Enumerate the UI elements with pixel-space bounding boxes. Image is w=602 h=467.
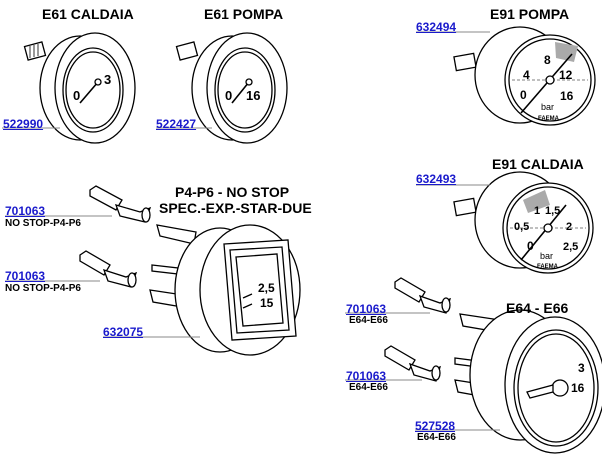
group-title: P4-P6 - NO STOP: [175, 184, 290, 200]
svg-text:12: 12: [559, 68, 573, 82]
svg-text:0,5: 0,5: [514, 221, 529, 233]
svg-text:8: 8: [544, 53, 551, 67]
group-title: E61 POMPA: [204, 6, 284, 22]
group-title: E61 CALDAIA: [42, 6, 134, 22]
svg-text:2: 2: [566, 221, 572, 233]
svg-text:1: 1: [534, 205, 540, 217]
scale-label: 0: [225, 88, 232, 103]
gauge-e61-pompa: 0 16: [175, 32, 288, 144]
part-link-632075[interactable]: 632075: [103, 325, 144, 339]
gauge-e91-caldaia: 0 0,5 1 1,5 2 2,5 bar FAEMA: [453, 171, 594, 274]
part-note: NO STOP-P4-P6: [5, 218, 81, 229]
gauge-e64-e66: 3 16: [469, 309, 602, 454]
part-link-701063[interactable]: 701063: [5, 204, 46, 218]
scale-label: 0: [73, 88, 80, 103]
svg-text:16: 16: [560, 89, 574, 103]
group-title: E64 - E66: [506, 300, 569, 316]
svg-text:FAEMA: FAEMA: [537, 264, 559, 270]
part-link-701063[interactable]: 701063: [5, 269, 46, 283]
gauge-e61-caldaia: 0 3: [23, 32, 136, 144]
svg-text:bar: bar: [540, 251, 553, 261]
part-note: NO STOP-P4-P6: [5, 283, 81, 294]
svg-text:0: 0: [520, 88, 527, 102]
part-link-522990[interactable]: 522990: [3, 117, 44, 131]
part-link-632493[interactable]: 632493: [416, 172, 457, 186]
svg-text:bar: bar: [541, 102, 554, 112]
part-note: E64-E66: [349, 382, 388, 393]
svg-text:15: 15: [260, 296, 274, 310]
part-link-701063[interactable]: 701063: [346, 302, 387, 316]
svg-text:2,5: 2,5: [563, 241, 578, 253]
svg-text:4: 4: [523, 68, 530, 82]
scale-label: 3: [104, 72, 111, 87]
gauge-e91-pompa: 0 4 8 12 16 bar FAEMA: [453, 26, 596, 126]
svg-text:1,5: 1,5: [545, 205, 560, 217]
group-title: E91 POMPA: [490, 6, 570, 22]
scale-label: 16: [246, 88, 260, 103]
part-link-701063[interactable]: 701063: [346, 369, 387, 383]
leader-lines: [2, 31, 500, 431]
svg-text:FAEMA: FAEMA: [538, 116, 560, 122]
svg-text:16: 16: [571, 381, 585, 395]
part-note: E64-E66: [349, 315, 388, 326]
part-link-527528[interactable]: 527528: [415, 419, 456, 433]
group-title: E91 CALDAIA: [492, 156, 584, 172]
svg-text:3: 3: [578, 361, 585, 375]
svg-text:2,5: 2,5: [258, 281, 275, 295]
svg-text:0: 0: [527, 239, 534, 253]
part-link-522427[interactable]: 522427: [156, 117, 197, 131]
group-subtitle: SPEC.-EXP.-STAR-DUE: [159, 200, 312, 216]
gauge-p4-p6: 2,5 15: [174, 224, 301, 356]
part-link-632494[interactable]: 632494: [416, 20, 457, 34]
part-note: E64-E66: [417, 432, 456, 443]
